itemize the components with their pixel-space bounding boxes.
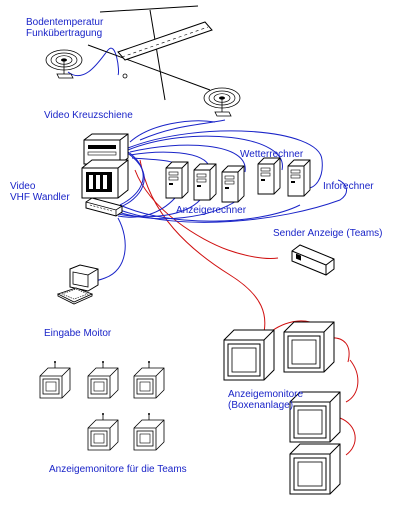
team-monitor-icon (39, 360, 71, 399)
satellite-dish-icon (45, 49, 83, 79)
team-monitor-icon (133, 412, 165, 451)
team-monitor-icon (87, 412, 119, 451)
label-video: Video (10, 181, 36, 192)
rail-track-icon (87, 5, 213, 101)
vhf-rack-icon (81, 159, 129, 199)
label-sender-anzeige: Sender Anzeige (Teams) (273, 228, 383, 239)
team-monitor-icon (133, 360, 165, 399)
tower-pc-icon (193, 163, 217, 201)
tower-pc-icon (221, 165, 245, 203)
tower-pc-icon (257, 157, 281, 195)
label-boxenanlage: (Boxenanlage) (228, 400, 294, 411)
label-vhf-wandler: VHF Wandler (10, 192, 70, 203)
label-funkuebertragung: Funkübertragung (26, 28, 103, 39)
label-anzeigemonitore-teams: Anzeigemonitore für die Teams (49, 464, 187, 475)
keyboard-icon (56, 287, 94, 305)
tower-pc-icon (287, 159, 311, 197)
satellite-dish-icon (203, 87, 241, 117)
vhf-converter-icon (85, 197, 123, 217)
label-anzeigerechner: Anzeigerechner (176, 205, 247, 216)
transmitter-box-icon (291, 244, 335, 276)
crt-monitor-icon (69, 264, 99, 292)
label-eingabe-monitor: Eingabe Moitor (44, 328, 112, 339)
box-monitor-icon (283, 321, 335, 373)
label-video-kreuzschiene: Video Kreuzschiene (44, 110, 133, 121)
video-router-icon (83, 133, 129, 165)
team-monitor-icon (87, 360, 119, 399)
label-wetterrechner: Wetterrechner (240, 149, 304, 160)
tower-pc-icon (165, 161, 189, 199)
box-monitor-icon (223, 329, 275, 381)
box-monitor-icon (289, 443, 341, 495)
label-inforechner: Inforechner (323, 181, 374, 192)
label-bodentemperatur: Bodentemperatur (26, 17, 104, 28)
label-anzeigemonitore: Anzeigemonitore (228, 389, 304, 400)
